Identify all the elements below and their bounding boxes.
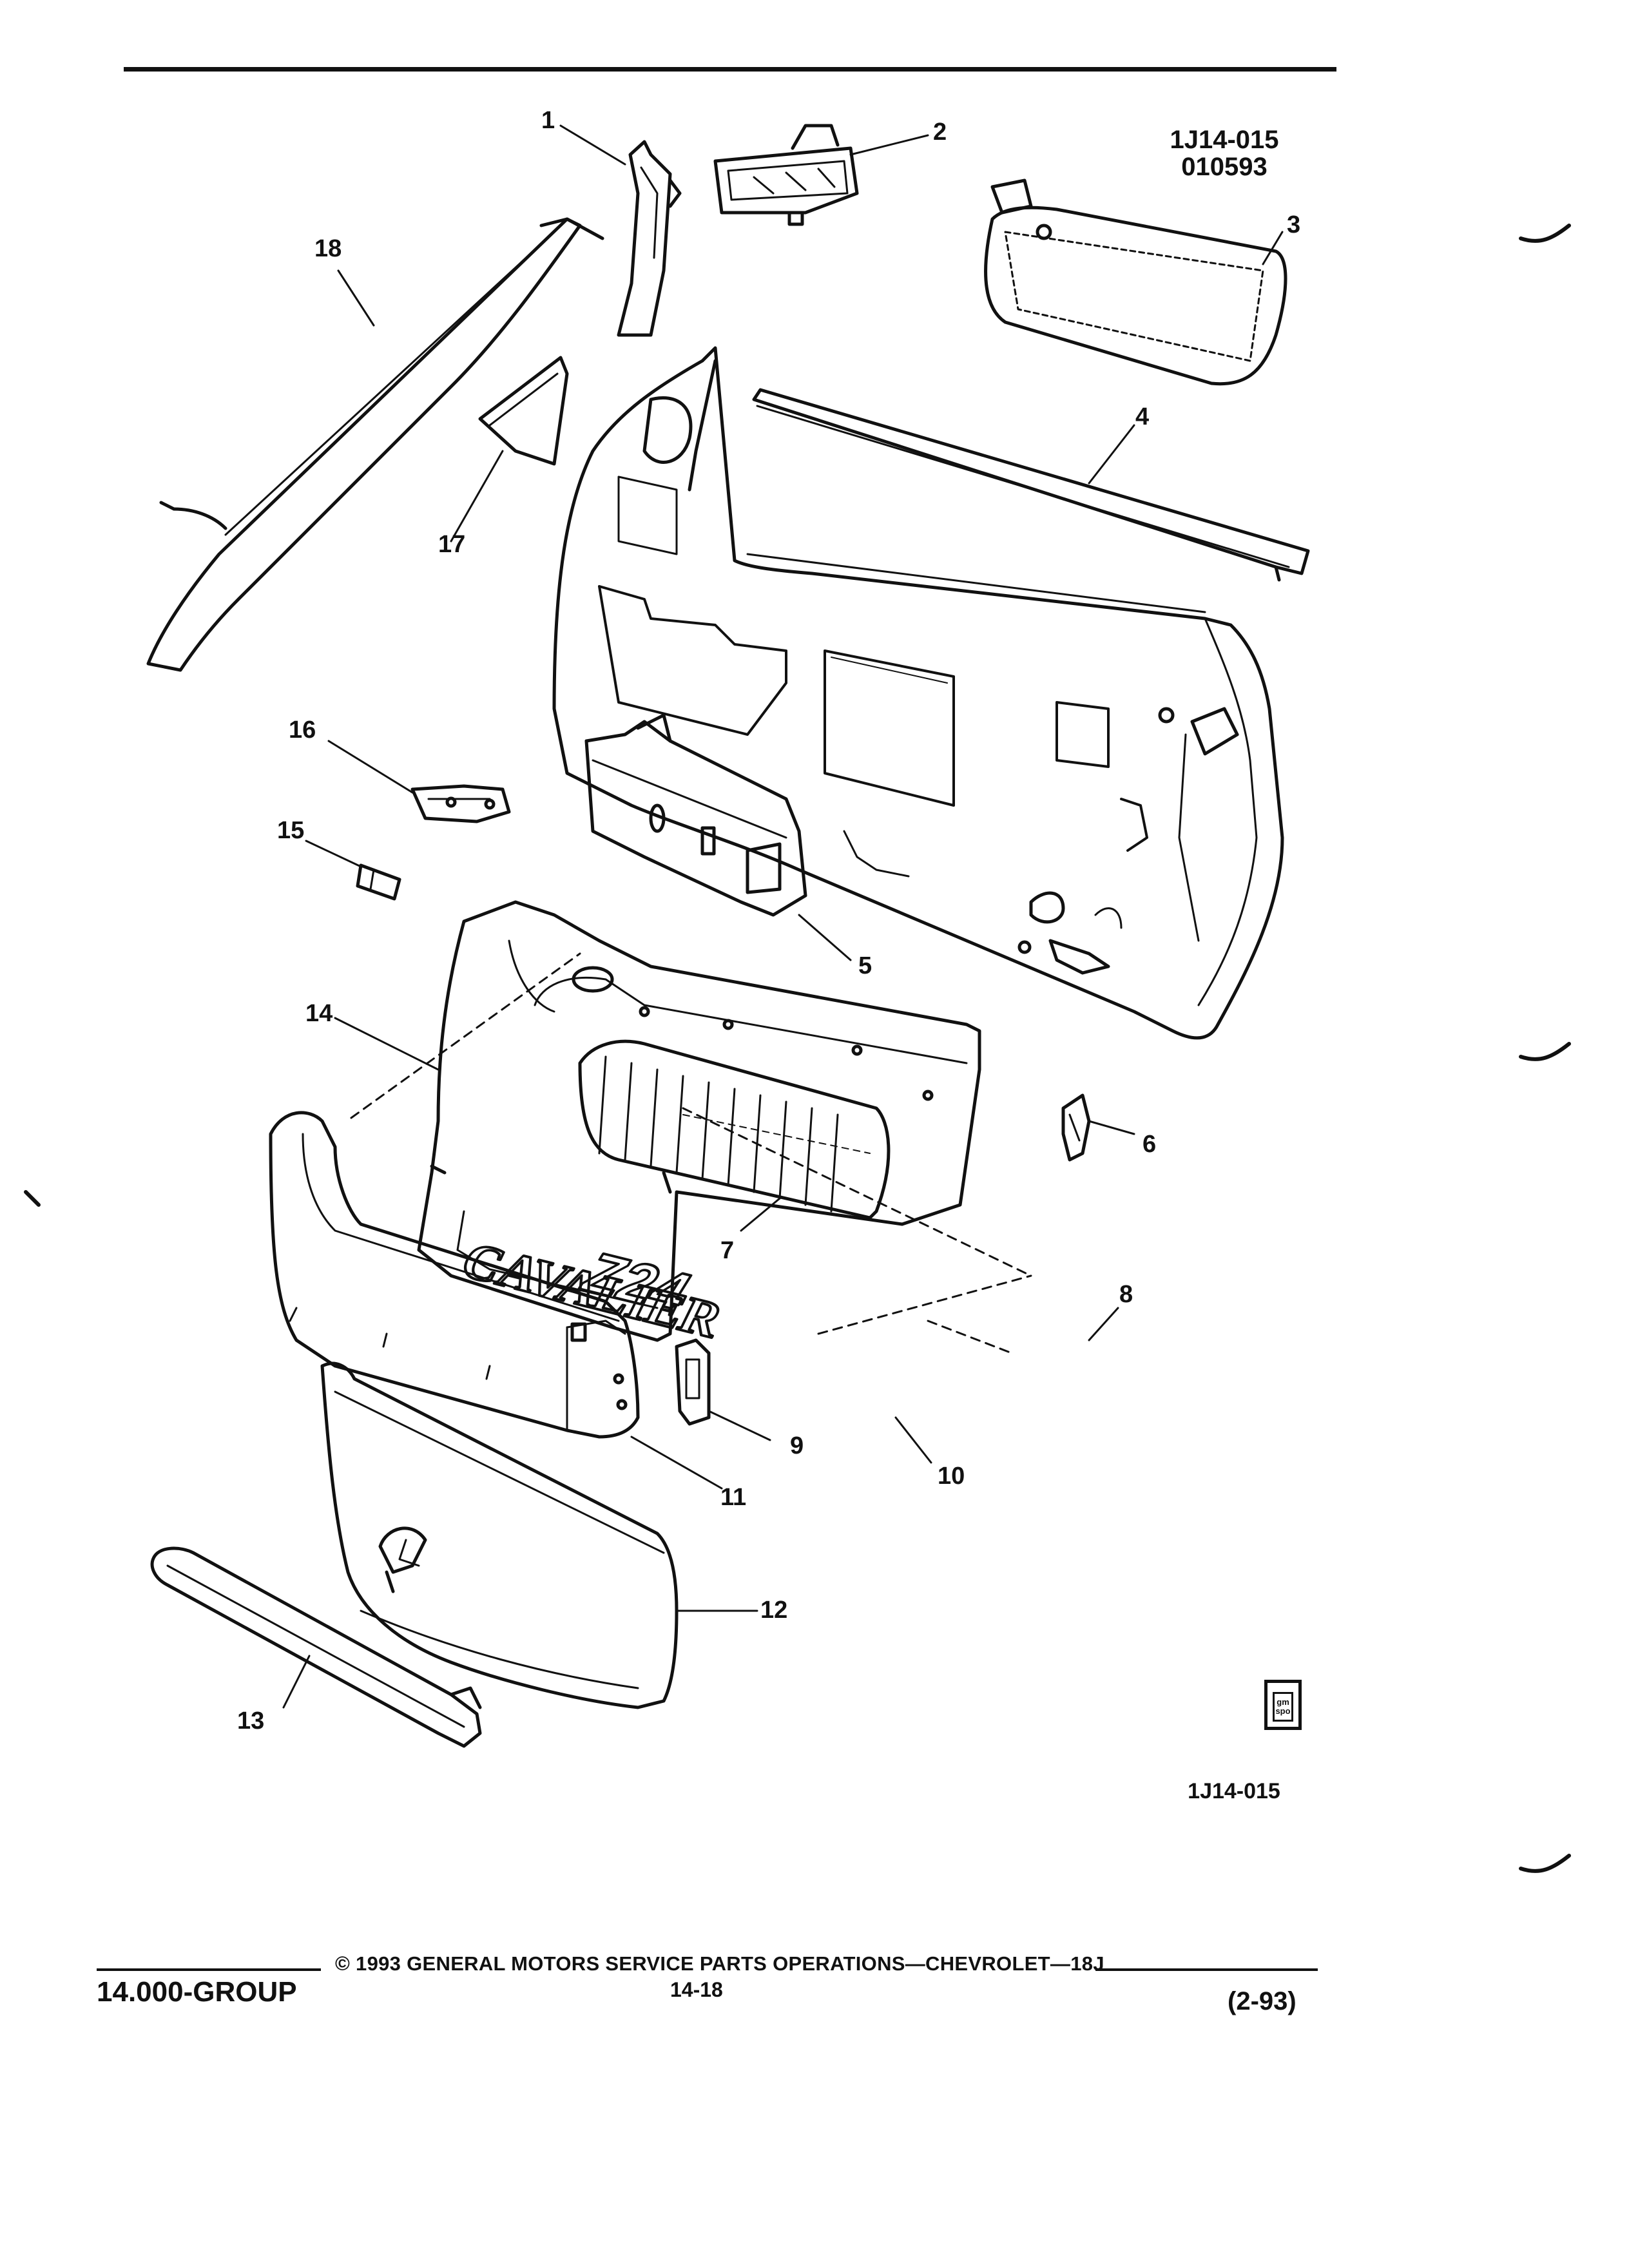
part-11-armrest (269, 1111, 640, 1439)
footer-page-number: 14-18 (670, 1978, 723, 2001)
part-18-pillar-molding (146, 217, 604, 672)
callout-18: 18 (314, 235, 342, 262)
callout-4: 4 (1135, 403, 1150, 430)
part-6-clip (1061, 1093, 1091, 1162)
gm-spo-logo: gm spo (1264, 1680, 1302, 1730)
top-rule (124, 67, 1336, 72)
footer-revision: (2-93) (1228, 1987, 1296, 2015)
callout-14: 14 (305, 1000, 333, 1027)
part-4-window-sealing-strip (752, 388, 1310, 582)
callout-3: 3 (1287, 211, 1301, 238)
figure-code-line2: 010593 (1181, 153, 1268, 181)
callout-13: 13 (237, 1707, 265, 1735)
callout-10: 10 (938, 1463, 965, 1490)
part-13-sill-molding (150, 1546, 482, 1748)
part-12-lower-trim-panel (320, 1361, 679, 1709)
callout-2: 2 (933, 119, 947, 146)
callout-9: 9 (790, 1432, 804, 1459)
part-16-inside-handle (410, 784, 511, 823)
part-5-reinforcement (584, 713, 807, 917)
door-inner-panel (552, 346, 1284, 1040)
scan-marks (24, 224, 1571, 1873)
footer-rule-right (1095, 1968, 1318, 1971)
part-7-pleated-insert (578, 1039, 891, 1220)
leader-lines (282, 124, 1284, 1709)
part-1-bracket (617, 140, 682, 337)
callout-16: 16 (289, 716, 316, 744)
callout-5: 5 (858, 952, 872, 979)
part-15-lock-knob (356, 863, 401, 901)
callout-1: 1 (541, 107, 555, 134)
callout-12: 12 (760, 1597, 788, 1624)
part-3-sun-visor (984, 178, 1287, 386)
callout-11: 11 (720, 1484, 747, 1511)
figure-code-line1: 1J14-015 (1170, 126, 1279, 154)
callout-17: 17 (438, 531, 466, 558)
gm-spo-logo-text: gm spo (1273, 1692, 1293, 1722)
callout-15: 15 (277, 817, 305, 844)
callout-8: 8 (1119, 1281, 1133, 1308)
part-2-rearview-mirror (713, 124, 859, 226)
figure-code-bottom: 1J14-015 (1188, 1779, 1280, 1803)
callout-7: 7 (720, 1237, 735, 1264)
footer-copyright: © 1993 GENERAL MOTORS SERVICE PARTS OPER… (335, 1952, 1104, 1975)
figure-code: 1J14-015 010593 (1163, 126, 1286, 180)
callout-6: 6 (1142, 1131, 1157, 1158)
part-17-sail-panel (478, 356, 569, 466)
part-14-trim-panel-frame (417, 900, 981, 1342)
part-9-escutcheon (675, 1338, 711, 1426)
footer-rule-left (97, 1968, 321, 1971)
footer-group-label: 14.000-GROUP (97, 1976, 297, 2008)
